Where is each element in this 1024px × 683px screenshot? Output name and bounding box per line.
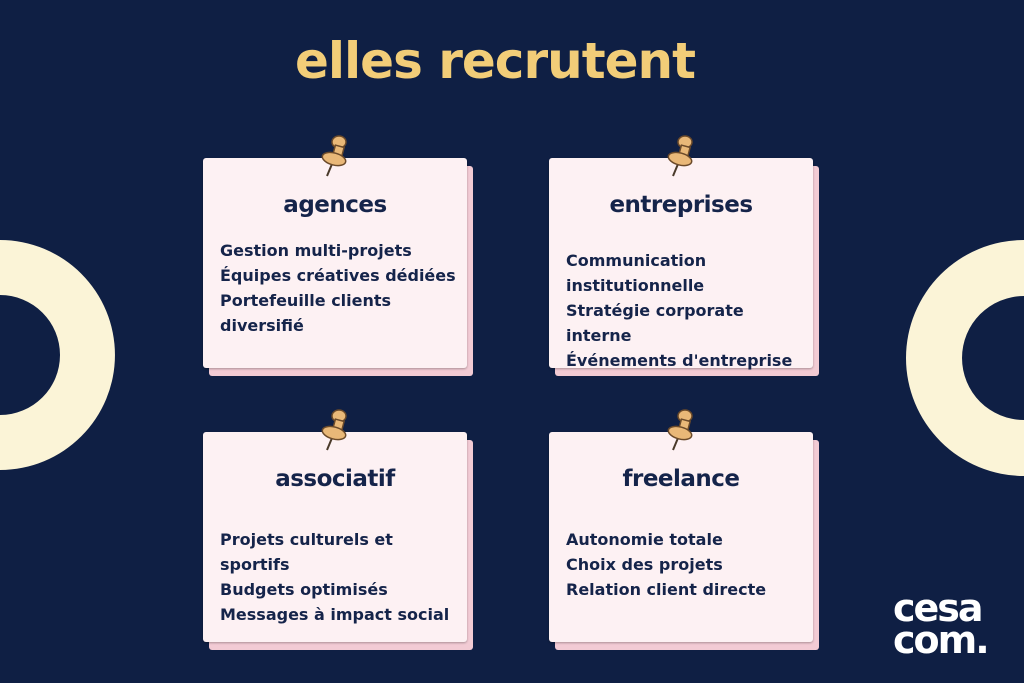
- list-item: Choix des projets: [566, 555, 723, 574]
- list-item: Gestion multi-projets: [220, 241, 412, 260]
- list-item: Équipes créatives dédiées: [220, 266, 456, 285]
- logo-line1: cesa: [893, 586, 984, 630]
- decorative-ring-right: [906, 240, 1024, 476]
- list-item: Portefeuille clients diversifié: [220, 291, 392, 335]
- list-item: Messages à impact social: [220, 605, 450, 624]
- list-item: Budgets optimisés: [220, 580, 388, 599]
- pushpin-icon: [665, 408, 699, 452]
- card-entreprises: entreprises Communication institutionnel…: [549, 135, 819, 376]
- card-face: associatif Projets culturels et sportifs…: [203, 432, 467, 642]
- pushpin-icon: [665, 134, 699, 178]
- decorative-ring-left: [0, 240, 115, 470]
- logo-line2: com.: [893, 618, 990, 662]
- card-heading: agences: [283, 192, 387, 218]
- list-item: Autonomie totale: [566, 530, 723, 549]
- page-title: elles recrutent: [294, 32, 696, 90]
- card-associatif: associatif Projets culturels et sportifs…: [203, 409, 473, 650]
- card-heading: entreprises: [609, 192, 753, 218]
- pushpin-icon: [319, 134, 353, 178]
- card-heading: associatif: [275, 466, 395, 492]
- list-item: Stratégie corporate interne: [566, 301, 744, 345]
- list-item: Relation client directe: [566, 580, 767, 599]
- list-item: Projets culturels et sportifs: [220, 530, 393, 574]
- pushpin-icon: [319, 408, 353, 452]
- list-item: Communication institutionnelle: [566, 251, 707, 295]
- cesacom-logo: cesa com.: [893, 589, 990, 659]
- list-item: Événements d'entreprise: [566, 351, 793, 370]
- card-face: entreprises Communication institutionnel…: [549, 158, 813, 370]
- card-heading: freelance: [622, 466, 740, 492]
